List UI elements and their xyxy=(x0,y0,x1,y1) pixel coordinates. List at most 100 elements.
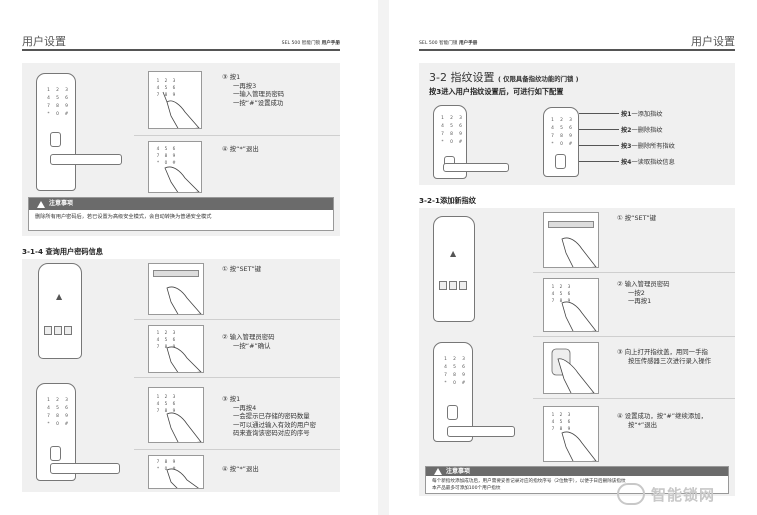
callout-arrow xyxy=(579,161,619,162)
hand-icon xyxy=(149,264,204,315)
add-fingerprint-title: 3-2-1添加新指纹 xyxy=(419,196,476,206)
header-rule xyxy=(22,49,340,51)
meta-product: 智能门锁 xyxy=(302,41,320,46)
section-big-title: 3-2 指纹设置 ( 仅限具备指纹功能的门锁 ) xyxy=(429,69,579,85)
meta-product: 智能门锁 xyxy=(439,41,457,46)
right-header: SEL 500 智能门锁 用户手册 用户设置 xyxy=(419,30,735,50)
fingerprint-overview-panel: 3-2 指纹设置 ( 仅限具备指纹功能的门锁 ) 按3进入用户指纹设置后，可进行… xyxy=(419,63,735,185)
row-divider xyxy=(134,135,340,136)
door-handle xyxy=(447,426,515,437)
door-lock-illustration: 123 456 789 *0# xyxy=(36,73,76,191)
callout-delete-fingerprint: 按2一删除指纹 xyxy=(621,125,662,134)
set-key-press-photo xyxy=(543,212,599,268)
hand-icon xyxy=(544,213,599,268)
add-step-2: ② 输入管理员密码 一按2 一再按1 xyxy=(617,280,670,306)
door-handle xyxy=(50,463,120,474)
watermark: 智能锁网 xyxy=(617,480,737,510)
add-step-1: ① 按“SET”键 xyxy=(617,214,656,223)
hand-icon xyxy=(149,388,204,443)
row-divider xyxy=(533,398,735,399)
hand-icon xyxy=(149,72,202,129)
hand-icon xyxy=(149,142,202,193)
hand-icon xyxy=(149,456,204,489)
callout-arrow xyxy=(579,113,619,114)
fingerprint-reader xyxy=(555,154,566,169)
fingerprint-reader xyxy=(50,132,61,147)
fingerprint-reader xyxy=(50,446,61,461)
row-divider xyxy=(533,272,735,273)
query-step-2: ② 输入管理员密码 一按“#”确认 xyxy=(222,333,275,350)
door-lock-open-illustration: ▲ xyxy=(433,216,475,322)
right-header-meta: SEL 500 智能门锁 用户手册 xyxy=(419,40,477,46)
query-step-3: ③ 按1 一再按4 一会提示已存储的密码数量 一可以通过输入有效的用户密 码来查… xyxy=(222,395,316,438)
hand-icon xyxy=(544,407,599,462)
page-gutter xyxy=(378,0,389,515)
watermark-logo-icon xyxy=(617,483,645,505)
keypad: 123 456 789 *0# xyxy=(549,118,574,147)
left-header: 用户设置 SEL 500 智能门锁 用户手册 xyxy=(22,30,340,50)
right-page: SEL 500 智能门锁 用户手册 用户设置 3-2 指纹设置 ( 仅限具备指纹… xyxy=(389,0,757,515)
warning-icon xyxy=(37,201,45,208)
step-3-instructions: ③ 按1 一再按3 一输入管理员密码 一按“#”设置成功 xyxy=(222,73,284,107)
fingerprint-reader xyxy=(447,405,458,420)
set-panel xyxy=(44,326,72,335)
notice-box: 注意事项 删除所有用户密码后，若已设置为高级安全模式，会自动转换为普通安全模式 xyxy=(28,197,334,231)
triangle-icon: ▲ xyxy=(56,292,62,301)
set-key-press-photo xyxy=(148,263,204,315)
meta-manual: 用户手册 xyxy=(459,41,477,46)
notice-header: 注意事项 xyxy=(426,467,728,476)
add-step-3: ③ 向上打开指纹盖，用同一手指 按压传感器三次进行录入操作 xyxy=(617,348,711,365)
callout-arrow xyxy=(579,145,619,146)
left-header-meta: SEL 500 智能门锁 用户手册 xyxy=(282,40,340,46)
meta-manual: 用户手册 xyxy=(322,41,340,46)
fingerprint-press-photo xyxy=(543,342,599,394)
meta-model: SEL 500 xyxy=(419,41,438,46)
callout-delete-all-fingerprints: 按3一删除所有指纹 xyxy=(621,141,675,150)
section-subtitle: 按3进入用户指纹设置后，可进行如下配置 xyxy=(429,87,563,97)
row-divider xyxy=(134,319,340,320)
header-rule xyxy=(419,49,735,51)
door-lock-open-illustration: ▲ xyxy=(38,263,82,359)
notice-header: 注意事项 xyxy=(29,198,333,210)
left-header-title: 用户设置 xyxy=(22,33,66,49)
right-header-title: 用户设置 xyxy=(691,33,735,49)
query-step-4: ④ 按“*”退出 xyxy=(222,465,259,474)
row-divider xyxy=(533,336,735,337)
door-handle xyxy=(443,163,509,172)
keypad-press-photo: 789 *0# xyxy=(148,455,204,489)
finger-on-sensor-icon xyxy=(544,343,599,394)
hand-icon xyxy=(544,279,599,332)
warning-icon xyxy=(434,468,442,475)
meta-model: SEL 500 xyxy=(282,41,301,46)
callout-read-fingerprint-info: 按4一读取指纹信息 xyxy=(621,157,675,166)
callout-arrow xyxy=(579,129,619,130)
row-divider xyxy=(134,449,340,450)
add-fingerprint-panel: ▲ 123 456 789 *0# 123 456 789 xyxy=(419,208,735,496)
query-step-1: ① 按“SET”键 xyxy=(222,265,261,274)
add-step-4: ④ 设置成功，按“#”继续添加， 按“*”退出 xyxy=(617,412,707,429)
door-handle xyxy=(50,154,122,165)
notice-text: 删除所有用户密码后，若已设置为高级安全模式，会自动转换为普通安全模式 xyxy=(29,210,333,224)
triangle-icon: ▲ xyxy=(450,249,456,258)
section-title: 3-1-4 查询用户密码信息 xyxy=(22,247,103,257)
hand-icon xyxy=(149,326,204,373)
row-divider xyxy=(134,377,340,378)
step-4-instructions: ④ 按“*”退出 xyxy=(222,145,259,154)
watermark-text: 智能锁网 xyxy=(651,484,715,505)
callout-add-fingerprint: 按1一添加指纹 xyxy=(621,109,662,118)
set-panel xyxy=(439,281,467,290)
